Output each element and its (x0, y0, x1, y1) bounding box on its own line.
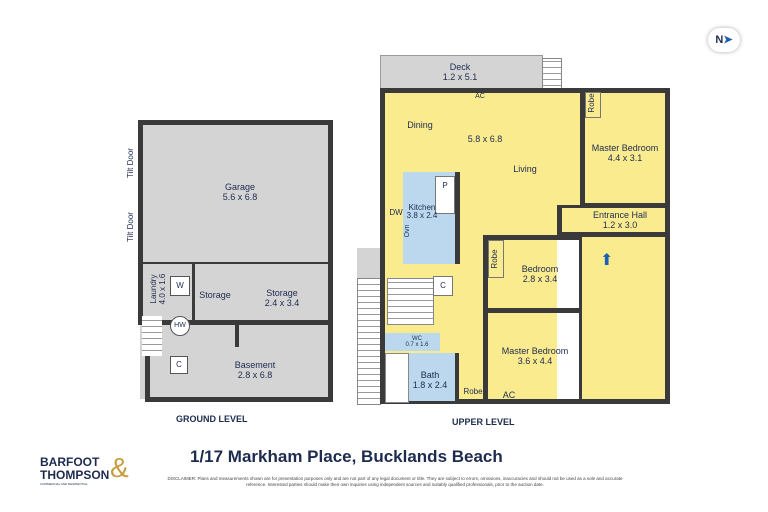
entrance-arrow-icon: ⬆ (600, 252, 614, 269)
brand-logo: BARFOOT THOMPSON & COMMERCIAL AND RESIDE… (40, 452, 129, 486)
page-title: 1/17 Markham Place, Bucklands Beach (190, 447, 503, 466)
north-arrow-icon: N➤ (708, 28, 740, 52)
ground-level-label: GROUND LEVEL (176, 414, 248, 424)
disclaimer: DISCLAIMER: Plans and measurements shown… (167, 476, 623, 487)
room-living: Living (513, 164, 537, 174)
room-dining: Dining (407, 120, 433, 130)
upper-level-label: UPPER LEVEL (452, 417, 515, 427)
room-living-dining: 5.8 x 6.8 (467, 134, 503, 144)
room-storage: Storage (199, 290, 231, 300)
